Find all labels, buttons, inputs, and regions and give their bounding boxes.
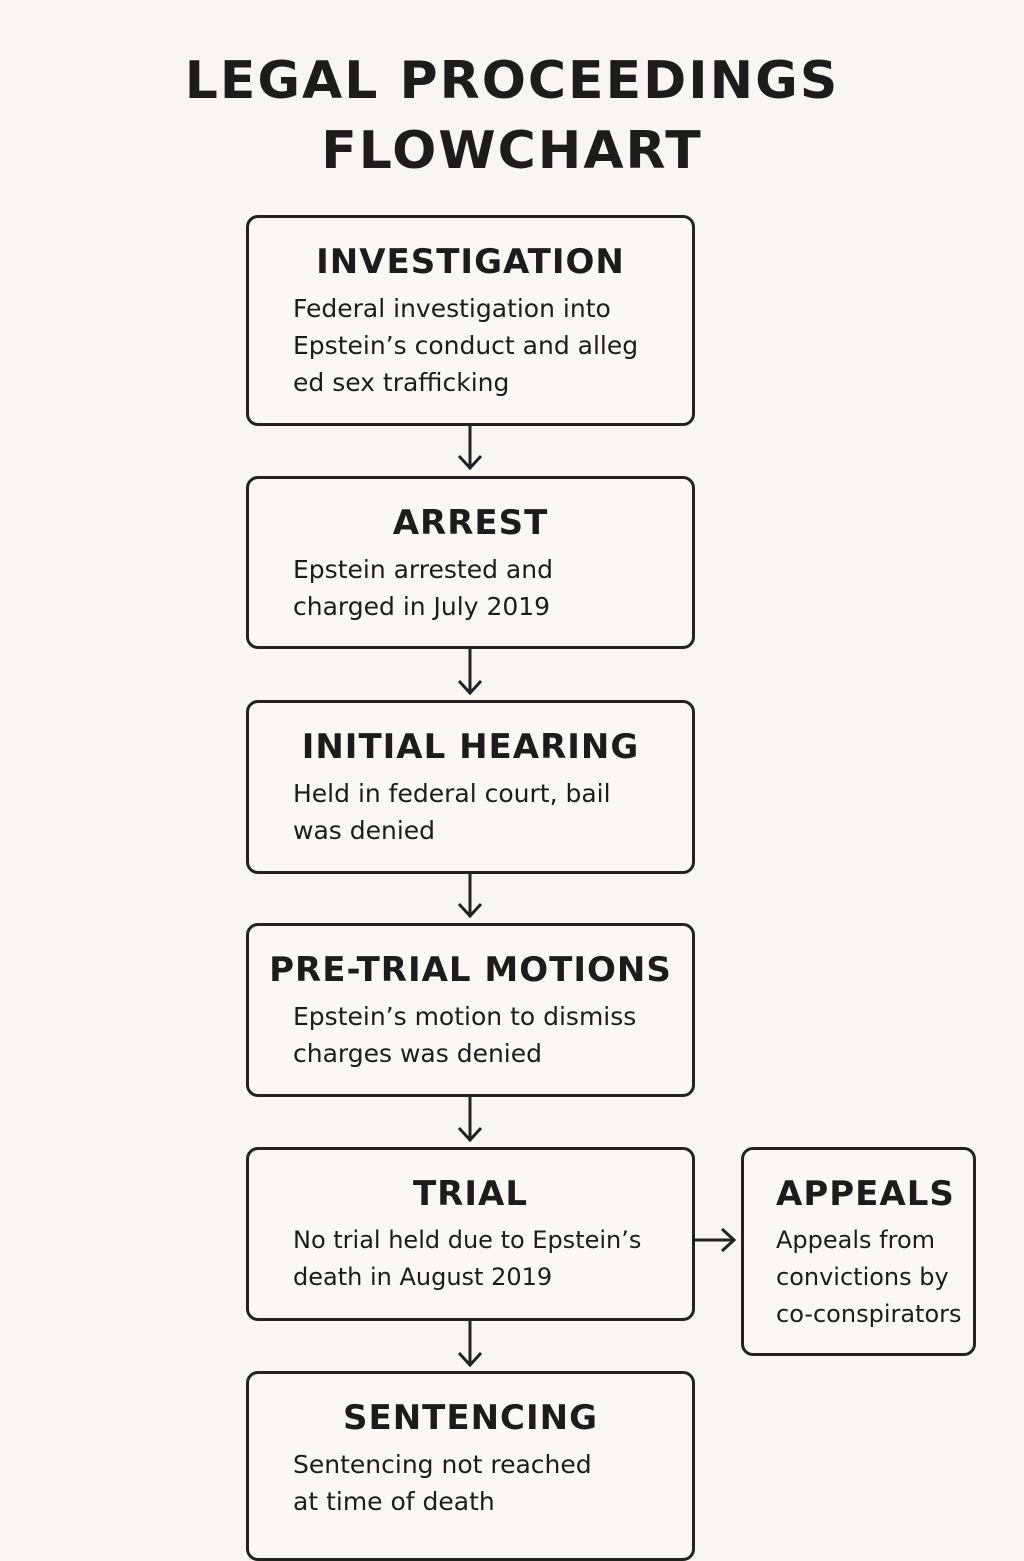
step-sentencing: SENTENCING Sentencing not reached at tim… <box>246 1371 695 1561</box>
title-line-2: FLOWCHART <box>321 121 703 181</box>
step-text: No trial held due to Epstein’s death in … <box>293 1226 642 1291</box>
arrow-down-icon <box>457 874 483 919</box>
step-pre-trial-motions: PRE-TRIAL MOTIONS Epstein’s motion to di… <box>246 923 695 1097</box>
arrow-right-icon <box>695 1227 737 1253</box>
step-title: ARREST <box>392 503 549 543</box>
step-investigation: INVESTIGATION Federal investigation into… <box>246 215 695 426</box>
step-text: Epstein’s motion to dismiss charges was … <box>293 1002 637 1068</box>
step-title: INITIAL HEARING <box>301 727 640 767</box>
step-text: Federal investigation into Epstein’s con… <box>293 294 639 397</box>
step-initial-hearing: INITIAL HEARING Held in federal court, b… <box>246 700 695 874</box>
step-title: SENTENCING <box>342 1398 598 1438</box>
arrow-down-icon <box>457 649 483 696</box>
arrow-down-icon <box>457 1321 483 1368</box>
step-text: Sentencing not reached at time of death <box>293 1450 592 1516</box>
arrow-down-icon <box>457 426 483 471</box>
step-title: INVESTIGATION <box>316 242 625 282</box>
step-title: TRIAL <box>412 1174 528 1214</box>
step-trial: TRIAL No trial held due to Epstein’s dea… <box>246 1147 695 1321</box>
chart-title: LEGAL PROCEEDINGS FLOWCHART <box>0 46 1024 186</box>
side-text: Appeals from convictions by co-conspirat… <box>776 1226 962 1328</box>
step-arrest: ARREST Epstein arrested and charged in J… <box>246 476 695 649</box>
step-text: Held in federal court, bail was denied <box>293 779 611 845</box>
title-line-1: LEGAL PROCEEDINGS <box>184 51 840 111</box>
step-text: Epstein arrested and charged in July 201… <box>293 555 553 621</box>
side-appeals: APPEALS Appeals from convictions by co-c… <box>741 1147 976 1356</box>
arrow-down-icon <box>457 1097 483 1143</box>
step-title: PRE-TRIAL MOTIONS <box>269 950 672 990</box>
side-title: APPEALS <box>776 1174 955 1214</box>
